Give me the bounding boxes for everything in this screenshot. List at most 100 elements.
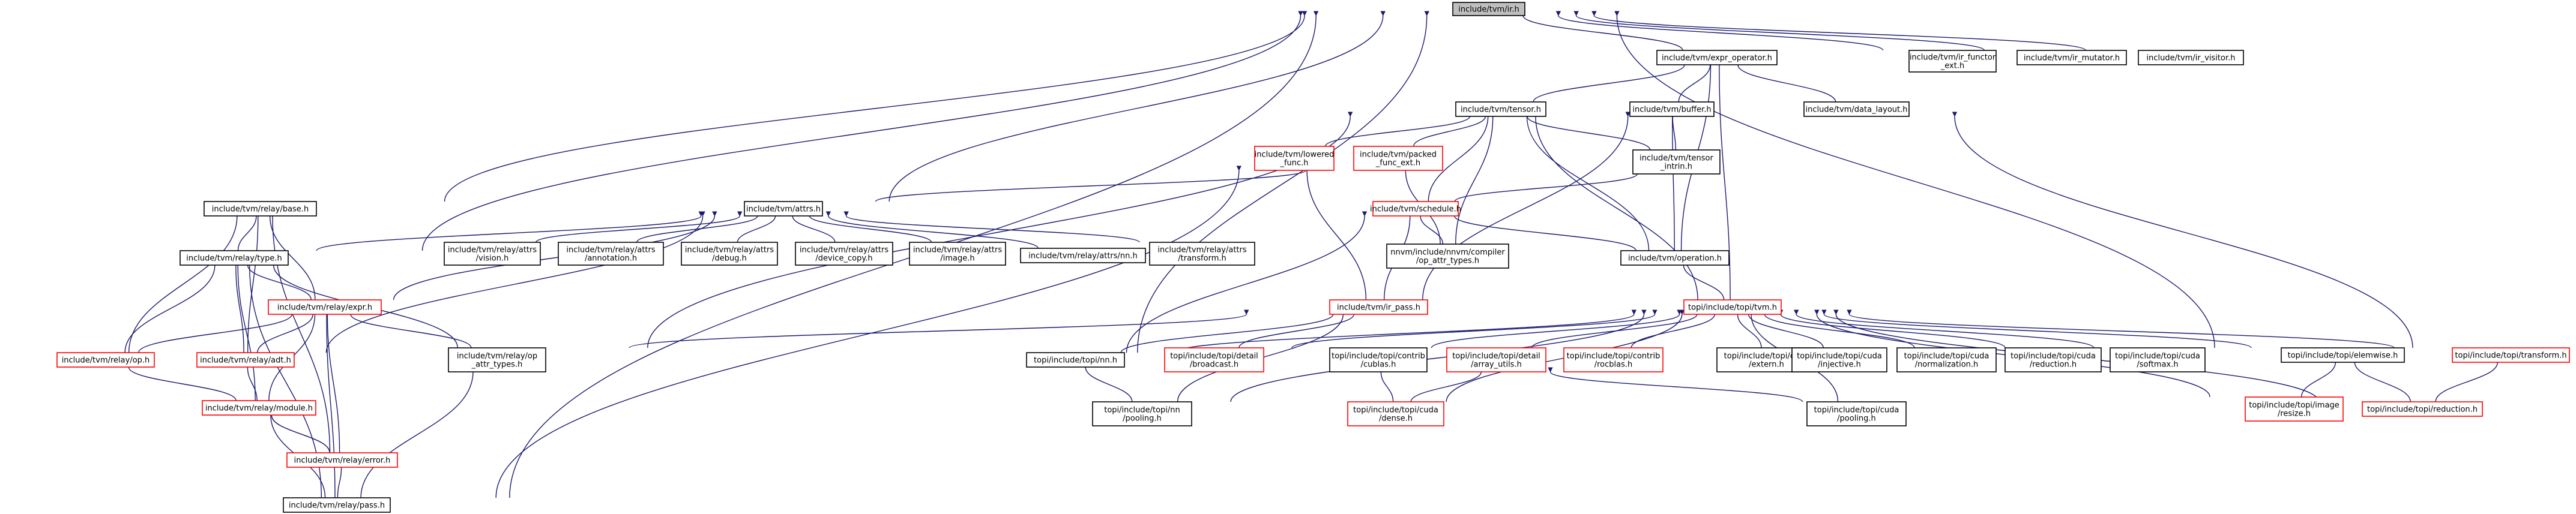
node-lowered-func[interactable]: include/tvm/lowered_func.h <box>1254 146 1335 171</box>
node-attrs-nn[interactable]: include/tvm/relay/attrs/nn.h <box>1020 248 1146 263</box>
node-ir-visitor[interactable]: include/tvm/ir_visitor.h <box>2138 50 2244 65</box>
edge-topi_cuda_pooling-to-topi_detail_array_utils <box>1548 367 1803 402</box>
node-topi-tvm[interactable]: topi/include/topi/tvm.h <box>1683 299 1782 315</box>
edge-ir_mutator-to-root <box>1573 11 1985 51</box>
node-topi-cuda-normalization[interactable]: topi/include/topi/cuda/normalization.h <box>1896 347 1997 372</box>
node-box <box>2245 396 2344 422</box>
node-label-line: /annotation.h <box>585 254 637 263</box>
node-attrs-vision[interactable]: include/tvm/relay/attrs/vision.h <box>444 242 541 266</box>
edge-buffer-to-expr_operator <box>1678 60 1713 103</box>
node-topi-nn-pooling[interactable]: topi/include/topi/nn/pooling.h <box>1092 401 1192 426</box>
node-label-line: /debug.h <box>712 254 747 263</box>
node-root[interactable]: include/tvm/ir.h <box>1452 2 1525 16</box>
node-box <box>1452 2 1525 16</box>
node-attrs-device-copy[interactable]: include/tvm/relay/attrs/device_copy.h <box>795 242 893 266</box>
node-topi-nn[interactable]: topi/include/topi/nn.h <box>1026 352 1125 368</box>
node-topi-cuda-pooling[interactable]: topi/include/topi/cuda/pooling.h <box>1806 401 1907 426</box>
node-topi-reduction[interactable]: topi/include/topi/reduction.h <box>2362 401 2483 417</box>
node-relay-type[interactable]: include/tvm/relay/type.h <box>179 250 289 266</box>
node-label-line: /image.h <box>940 254 974 263</box>
node-attrs-annotation[interactable]: include/tvm/relay/attrs/annotation.h <box>558 242 664 266</box>
node-attrs-image[interactable]: include/tvm/relay/attrs/image.h <box>909 242 1006 266</box>
node-label-line: include/tvm/relay/adt.h <box>200 356 291 365</box>
node-box <box>2110 347 2206 372</box>
node-topi-detail-broadcast[interactable]: topi/include/topi/detail/broadcast.h <box>1164 347 1264 372</box>
edge-schedule-to-tensor_intrin <box>1454 169 1640 202</box>
node-operation[interactable]: include/tvm/operation.h <box>1620 250 1730 266</box>
edge-attrs-to-root <box>888 11 1386 202</box>
node-tensor[interactable]: include/tvm/tensor.h <box>1455 101 1546 117</box>
node-label-line: /resize.h <box>2278 410 2311 419</box>
node-label-line: /pooling.h <box>1837 414 1876 423</box>
node-ir-mutator[interactable]: include/tvm/ir_mutator.h <box>2016 50 2127 65</box>
node-relay-error[interactable]: include/tvm/relay/error.h <box>286 452 398 468</box>
node-label-line: topi/include/topi/transform.h <box>2455 351 2566 360</box>
node-box <box>1563 347 1664 372</box>
node-relay-adt[interactable]: include/tvm/relay/adt.h <box>196 352 295 368</box>
node-topi-cuda-dense[interactable]: topi/include/topi/cuda/dense.h <box>1347 401 1444 426</box>
edge-relay_expr-to-relay_type <box>245 260 312 300</box>
node-relay-op[interactable]: include/tvm/relay/op.h <box>56 352 155 368</box>
node-label-line: include/tvm/tensor.h <box>1461 106 1541 115</box>
node-topi-cuda-softmax[interactable]: topi/include/topi/cuda/softmax.h <box>2110 347 2206 372</box>
edge-topi_cuda_reduction-to-topi_tvm <box>1778 309 2006 348</box>
node-label-line: topi/include/topi/cuda <box>1904 352 1989 361</box>
node-label-line: /softmax.h <box>2137 360 2178 369</box>
node-topi-cuda-reduction[interactable]: topi/include/topi/cuda/reduction.h <box>2004 347 2102 372</box>
node-label-line: include/tvm/relay/attrs <box>1157 246 1247 255</box>
node-packed-func-ext[interactable]: include/tvm/packed_func_ext.h <box>1353 146 1443 171</box>
node-label-line: topi/include/topi/cuda <box>1814 406 1899 415</box>
node-relay-op-attr-types[interactable]: include/tvm/relay/op_attr_types.h <box>448 347 546 372</box>
node-label-line: include/tvm/relay/attrs <box>448 246 537 255</box>
node-box <box>1254 146 1335 171</box>
node-topi-contrib-cublas[interactable]: topi/include/topi/contrib/cublas.h <box>1329 347 1428 372</box>
node-label-line: /op_attr_types.h <box>1416 257 1479 266</box>
node-box <box>196 352 295 368</box>
node-topi-cuda-injective[interactable]: topi/include/topi/cuda/injective.h <box>1791 347 1887 372</box>
node-nnvm-op-attr-types[interactable]: nnvm/include/nnvm/compiler/op_attr_types… <box>1386 244 1509 269</box>
node-box <box>204 201 317 217</box>
node-label-line: _func_ext.h <box>1375 159 1420 168</box>
node-box <box>795 242 893 266</box>
node-box <box>1896 347 1997 372</box>
node-label-line: /injective.h <box>1818 360 1861 369</box>
edge-topi_reduction-to-topi_transform <box>2435 357 2500 402</box>
edge-schedule-to-tensor <box>1428 112 1491 202</box>
edge-topi_tvm-to-expr_operator <box>1716 60 1731 300</box>
edge-attrs_vision-to-attrs <box>535 211 743 243</box>
edge-topi_nn-to-root <box>1137 11 1429 353</box>
node-topi-elemwise[interactable]: topi/include/topi/elemwise.h <box>2281 347 2405 363</box>
node-expr-operator[interactable]: include/tvm/expr_operator.h <box>1656 50 1778 65</box>
node-tensor-intrin[interactable]: include/tvm/tensor_intrin.h <box>1632 149 1721 175</box>
node-label-line: topi/include/topi/image <box>2249 401 2339 410</box>
node-data-layout[interactable]: include/tvm/data_layout.h <box>1803 101 1910 117</box>
edge-tensor_intrin-to-buffer <box>1670 112 1677 151</box>
node-topi-contrib-rocblas[interactable]: topi/include/topi/contrib/rocblas.h <box>1563 347 1664 372</box>
edge-relay_base-to-root <box>444 11 1308 202</box>
node-label-line: topi/include/topi/contrib <box>1332 352 1425 361</box>
node-label-line: topi/include/topi/nn.h <box>1034 356 1117 365</box>
node-attrs[interactable]: include/tvm/attrs.h <box>744 201 823 217</box>
edge-attrs_transform-to-attrs <box>843 211 1140 243</box>
edge-topi_nn-to-ir_pass <box>1120 309 1336 353</box>
node-attrs-debug[interactable]: include/tvm/relay/attrs/debug.h <box>681 242 778 266</box>
node-topi-image-resize[interactable]: topi/include/topi/image/resize.h <box>2245 396 2344 422</box>
node-label-line: topi/include/topi/cuda <box>1724 352 1809 361</box>
node-schedule[interactable]: include/tvm/schedule.h <box>1370 201 1461 217</box>
node-buffer[interactable]: include/tvm/buffer.h <box>1629 101 1715 117</box>
node-box <box>1329 299 1428 315</box>
node-attrs-transform[interactable]: include/tvm/relay/attrs/transform.h <box>1149 242 1255 266</box>
node-ir-functor-ext[interactable]: include/tvm/ir_functor_ext.h <box>1908 50 1997 73</box>
node-box <box>1386 244 1509 269</box>
node-topi-transform[interactable]: topi/include/topi/transform.h <box>2452 347 2570 363</box>
node-box <box>558 242 664 266</box>
node-relay-expr[interactable]: include/tvm/relay/expr.h <box>268 299 382 315</box>
edge-topi_tvm-to-tensor <box>1533 112 1698 300</box>
node-relay-module[interactable]: include/tvm/relay/module.h <box>202 400 316 416</box>
node-topi-detail-array-utils[interactable]: topi/include/topi/detail/array_utils.h <box>1446 347 1546 372</box>
node-label-line: /array_utils.h <box>1471 360 1522 369</box>
node-ir-pass[interactable]: include/tvm/ir_pass.h <box>1329 299 1428 315</box>
edge-relay_adt-to-relay_type <box>233 260 244 353</box>
node-relay-pass[interactable]: include/tvm/relay/pass.h <box>283 497 391 513</box>
node-relay-base[interactable]: include/tvm/relay/base.h <box>204 201 317 217</box>
